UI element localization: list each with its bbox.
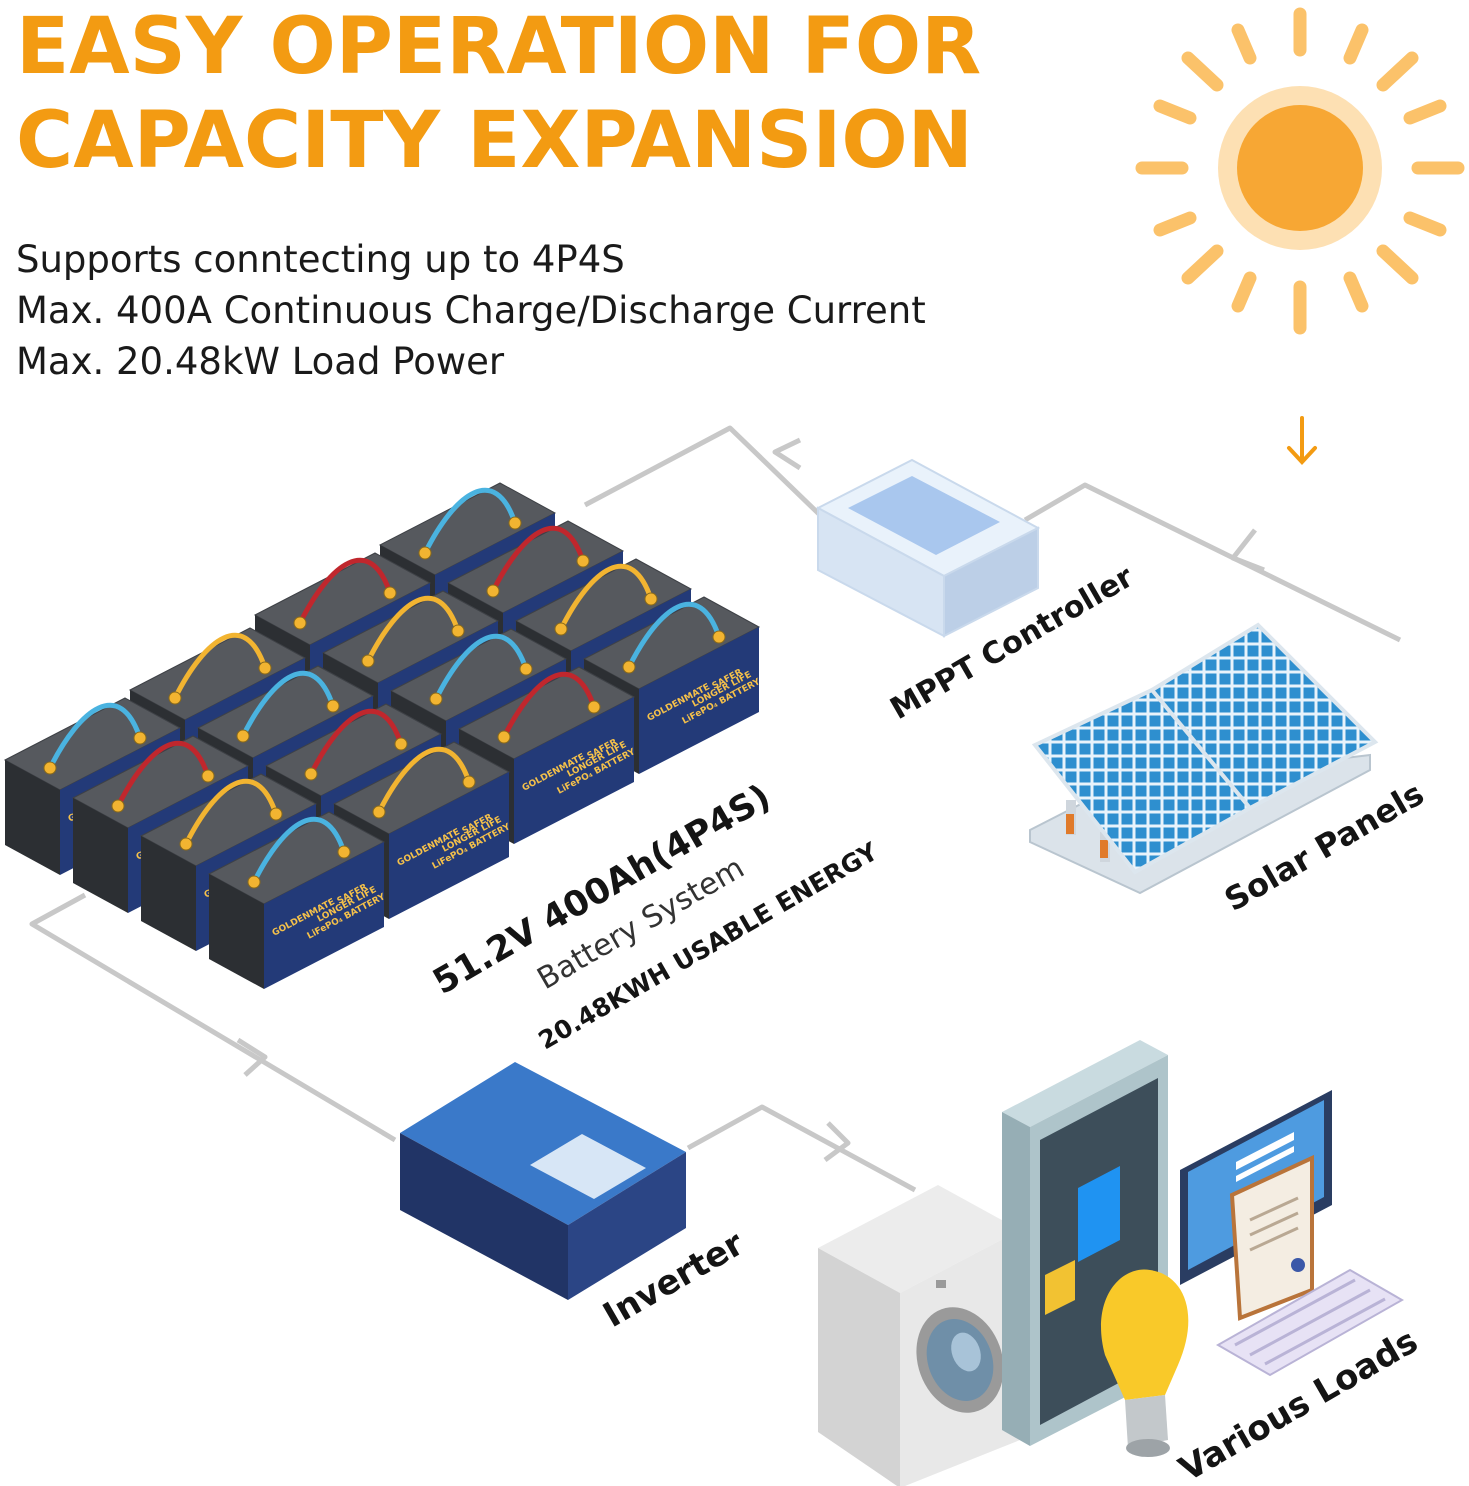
battery-cable [172, 632, 268, 701]
battery-cables [43, 487, 726, 889]
battery-terminal [429, 692, 443, 706]
battery-terminal [337, 845, 351, 859]
battery-cable [308, 708, 404, 777]
battery-terminal [133, 731, 147, 745]
feature-item: Max. 20.48kW Load Power [16, 340, 505, 383]
battery-cable [501, 671, 597, 740]
battery-terminal [111, 799, 125, 813]
monitor-icon [1180, 1090, 1332, 1321]
battery-terminal [486, 584, 500, 598]
battery-terminal [236, 729, 250, 743]
battery-terminal [168, 691, 182, 705]
battery-cable [251, 816, 347, 885]
keyboard-icon [1215, 1268, 1405, 1377]
battery-terminal [451, 624, 465, 638]
title-line-1: EASY OPERATION FOR [16, 2, 982, 92]
battery-terminal [394, 737, 408, 751]
battery-terminal [293, 616, 307, 630]
battery-cable [365, 595, 461, 664]
battery-terminal [712, 630, 726, 644]
battery-terminal [43, 761, 57, 775]
solar-panel-icon [1029, 622, 1379, 895]
feature-list: Supports conntecting up to 4P4S Max. 400… [16, 234, 926, 387]
battery-terminal [201, 769, 215, 783]
battery-cable [433, 633, 529, 702]
battery-cable [115, 740, 211, 809]
battery-terminal [519, 662, 533, 676]
battery-terminal [576, 554, 590, 568]
flow-lines [29, 425, 1402, 1193]
battery-cable [183, 778, 279, 847]
down-arrow-icon [1287, 416, 1317, 465]
light-bulb-icon [1101, 1269, 1189, 1457]
inverter-icon [400, 1062, 686, 1300]
battery-terminal [644, 592, 658, 606]
battery-cable [297, 557, 393, 626]
battery-cable [376, 746, 472, 815]
battery-terminal [622, 660, 636, 674]
battery-cable [240, 670, 336, 739]
page-title: EASY OPERATION FOR CAPACITY EXPANSION [16, 0, 981, 188]
battery-terminal [554, 622, 568, 636]
battery-terminal [361, 654, 375, 668]
battery-cable [47, 702, 143, 771]
battery-terminal [508, 516, 522, 530]
battery-terminal [258, 661, 272, 675]
battery-terminal [179, 837, 193, 851]
battery-cable [490, 525, 586, 594]
battery-terminal [304, 767, 318, 781]
sun-icon [1135, 7, 1465, 335]
feature-item: Max. 400A Continuous Charge/Discharge Cu… [16, 289, 926, 332]
battery-terminal [587, 700, 601, 714]
washing-machine-icon [818, 1185, 1020, 1486]
feature-item: Supports conntecting up to 4P4S [16, 238, 625, 281]
title-line-2: CAPACITY EXPANSION [16, 96, 973, 186]
battery-cable [422, 487, 518, 556]
battery-terminal [462, 775, 476, 789]
battery-terminal [326, 699, 340, 713]
battery-terminal [418, 546, 432, 560]
battery-terminal [497, 730, 511, 744]
battery-cable [626, 601, 722, 670]
battery-terminal [372, 805, 386, 819]
battery-terminal [247, 875, 261, 889]
battery-terminal [269, 807, 283, 821]
battery-terminal [383, 586, 397, 600]
battery-cable [558, 563, 654, 632]
mppt-controller-icon [815, 458, 1041, 638]
